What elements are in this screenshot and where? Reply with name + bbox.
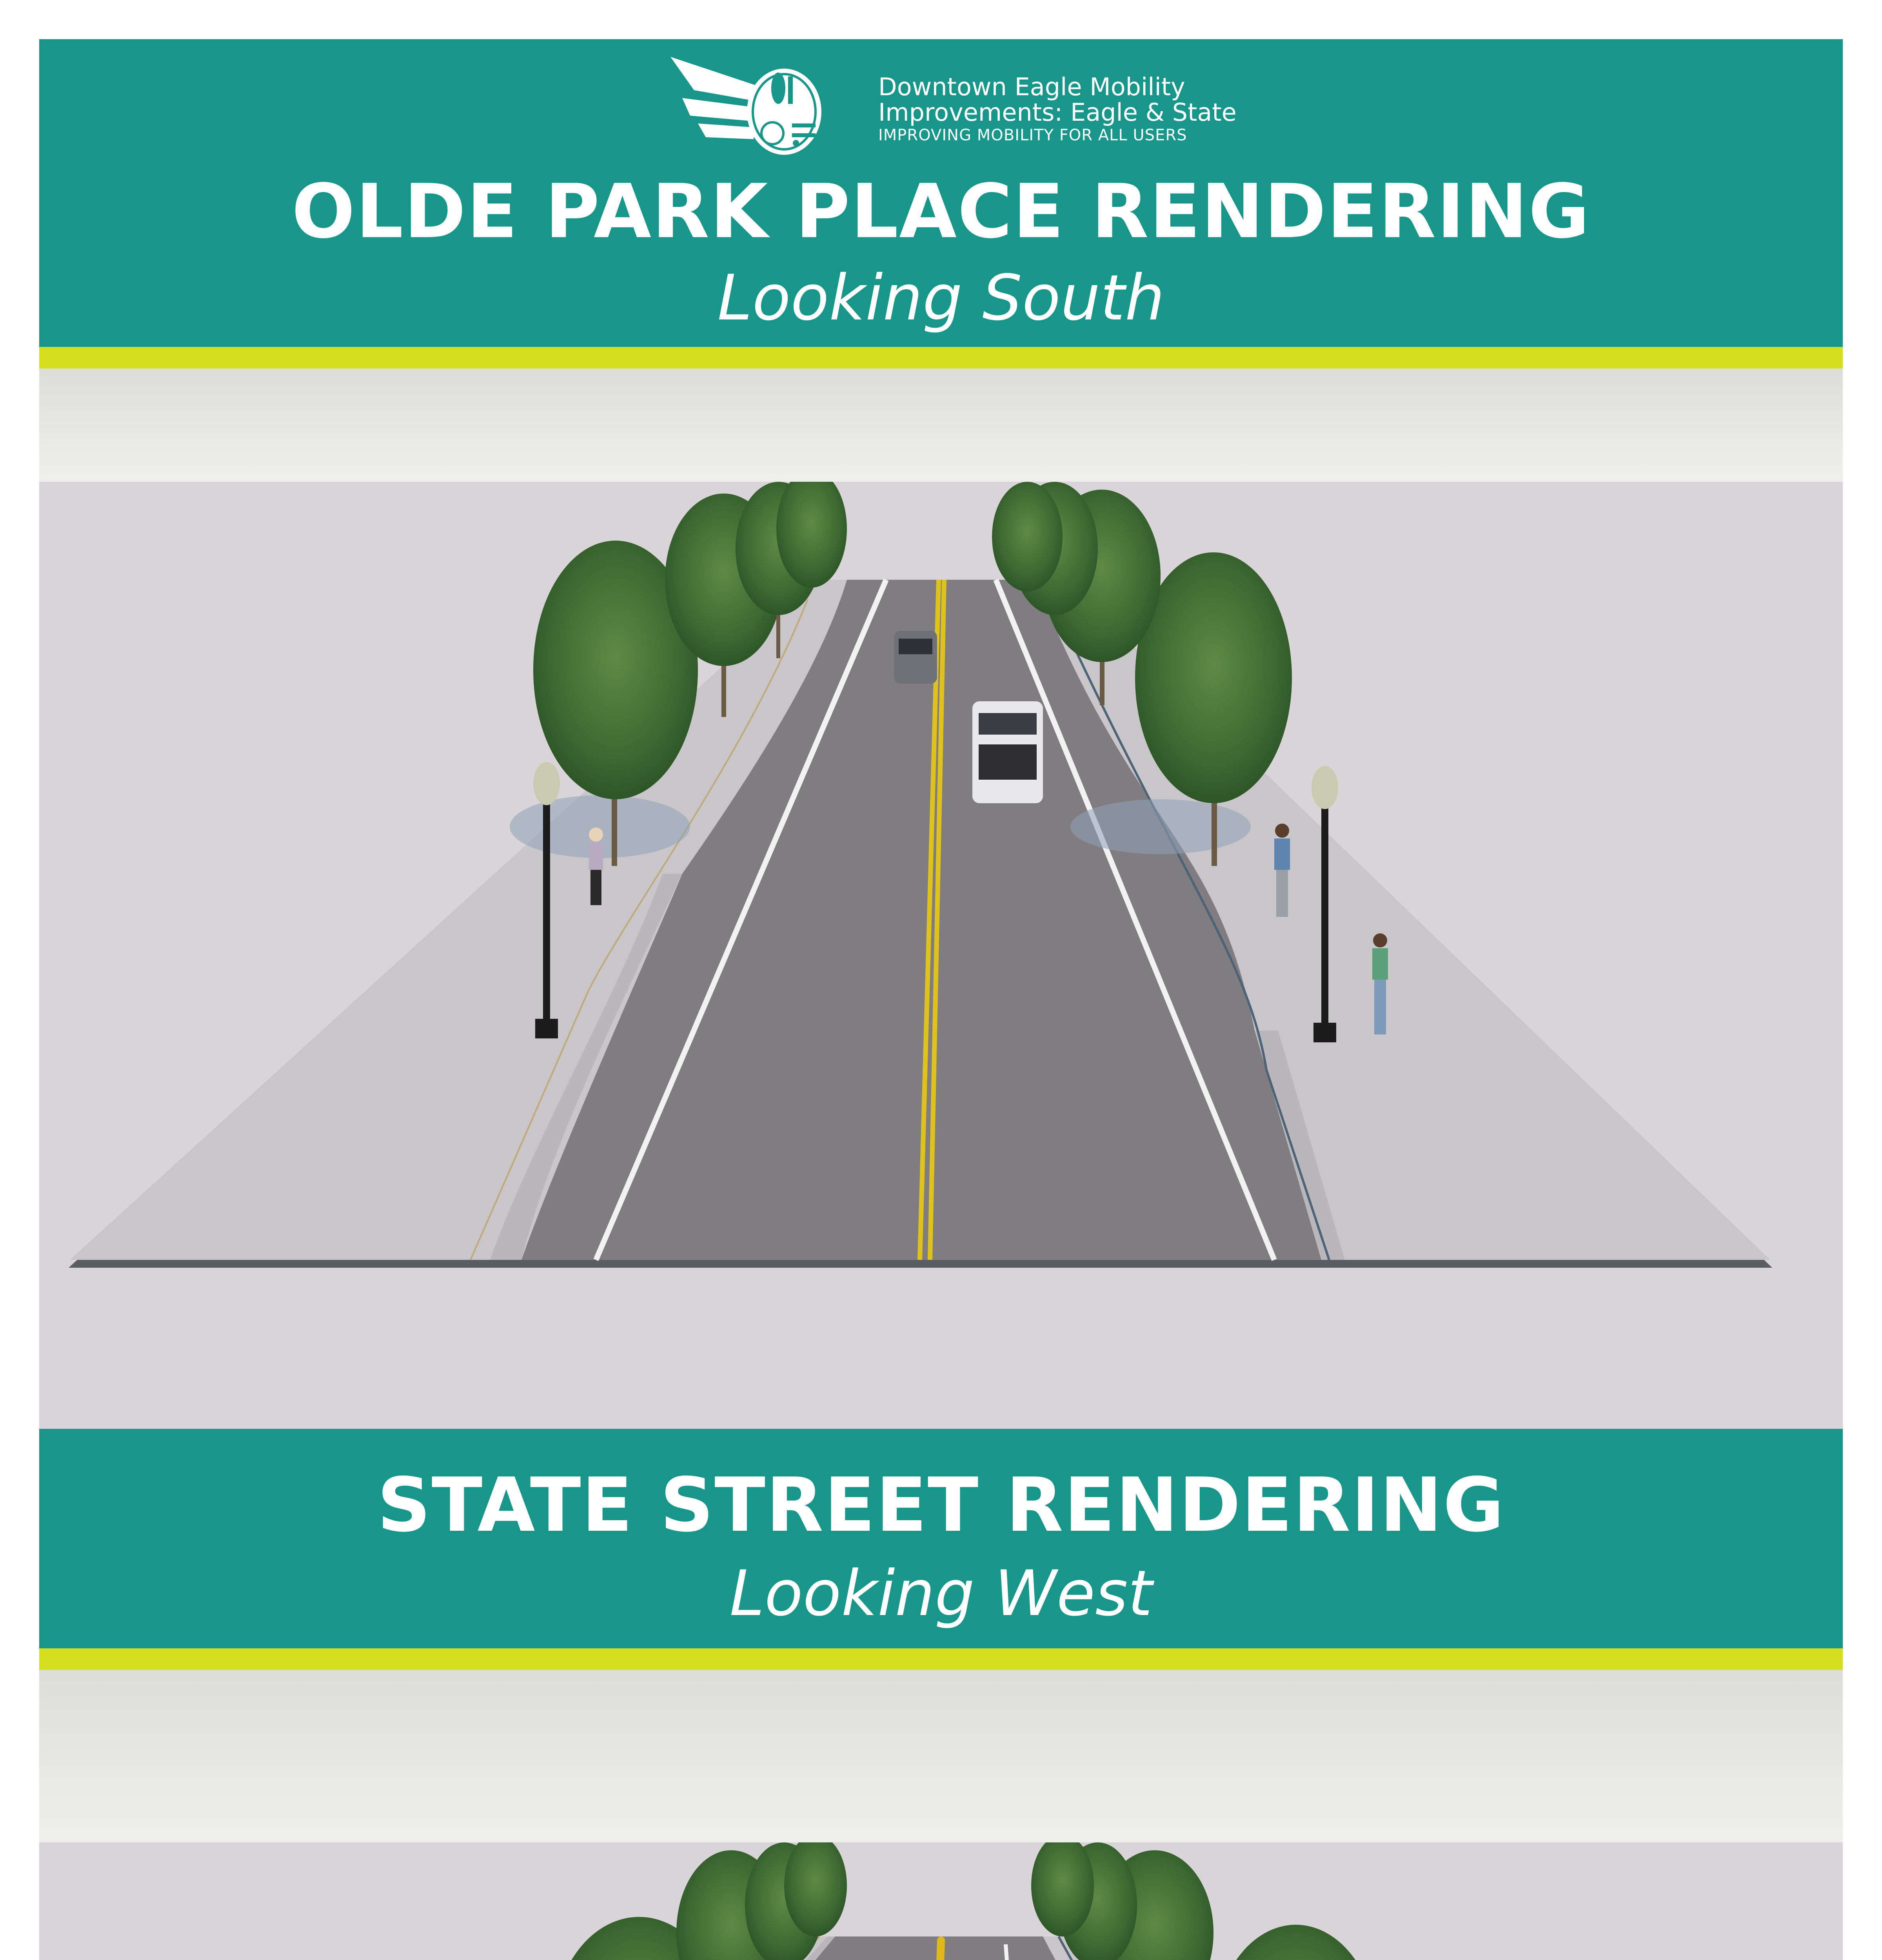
pedestrian — [1274, 824, 1290, 917]
section-header-band — [39, 39, 1843, 347]
winged-bike-wheel-logo-icon — [670, 57, 821, 155]
section-subtitle: Looking South — [717, 261, 1165, 334]
street-lamp — [1312, 766, 1338, 1042]
pedestrian — [1372, 933, 1388, 1034]
street-lamp — [533, 762, 560, 1038]
street-rendering-olde-park-place — [39, 482, 1843, 1429]
section-state-street: STATE STREET RENDERING Looking West — [39, 1429, 1843, 1960]
logo-tagline: IMPROVING MOBILITY FOR ALL USERS — [878, 126, 1187, 144]
section-subtitle: Looking West — [729, 1557, 1153, 1630]
street-rendering-state-street — [39, 1842, 1843, 1960]
accent-stripe — [39, 347, 1843, 368]
tree — [992, 482, 1292, 866]
logo-title-line-1: Downtown Eagle Mobility — [878, 73, 1185, 101]
tree — [533, 482, 847, 866]
section-title: OLDE PARK PLACE RENDERING — [291, 168, 1591, 255]
pedestrian — [589, 828, 603, 905]
render-sky — [39, 368, 1843, 482]
section-title: STATE STREET RENDERING — [377, 1462, 1505, 1548]
pickup-truck — [972, 701, 1043, 803]
logo-title-line-2: Improvements: Eagle & State — [878, 98, 1237, 127]
render-sky — [39, 1670, 1843, 1842]
car-suv — [894, 631, 937, 684]
section-olde-park-place: Downtown Eagle Mobility Improvements: Ea… — [39, 39, 1843, 1429]
accent-stripe — [39, 1648, 1843, 1670]
section-header-band — [39, 1429, 1843, 1648]
